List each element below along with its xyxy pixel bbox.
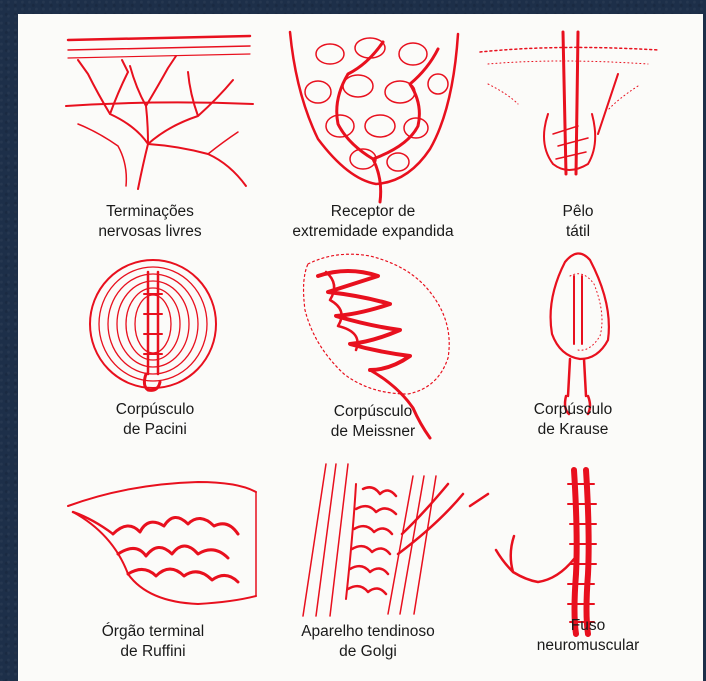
caption-line: tátil: [523, 222, 633, 242]
caption-pacinian-corpuscle: Corpúsculo de Pacini: [80, 400, 230, 440]
caption-line: de Golgi: [273, 642, 463, 662]
caption-line: Corpúsculo: [498, 400, 648, 420]
golgi-tendon-organ-illustration: [303, 464, 488, 616]
caption-free-nerve-endings: Terminações nervosas livres: [60, 202, 240, 242]
caption-meissner-corpuscle: Corpúsculo de Meissner: [298, 402, 448, 442]
receptor-illustrations: [18, 14, 703, 681]
caption-line: Receptor de: [258, 202, 488, 222]
caption-line: nervosas livres: [60, 222, 240, 242]
caption-krause-corpuscle: Corpúsculo de Krause: [498, 400, 648, 440]
caption-ruffini-organ: Órgão terminal de Ruffini: [73, 622, 233, 662]
caption-tactile-hair: Pêlo tátil: [523, 202, 633, 242]
caption-line: neuromuscular: [513, 636, 663, 656]
caption-line: de Krause: [498, 420, 648, 440]
expanded-tip-receptor-illustration: [290, 32, 458, 202]
ruffini-organ-illustration: [68, 482, 256, 604]
caption-line: Órgão terminal: [73, 622, 233, 642]
caption-expanded-tip-receptor: Receptor de extremidade expandida: [258, 202, 488, 242]
caption-muscle-spindle: Fuso neuromuscular: [513, 616, 663, 656]
caption-line: de Pacini: [80, 420, 230, 440]
caption-golgi-tendon-organ: Aparelho tendinoso de Golgi: [273, 622, 463, 662]
caption-line: Corpúsculo: [80, 400, 230, 420]
caption-line: extremidade expandida: [258, 222, 488, 242]
caption-line: Pêlo: [523, 202, 633, 222]
free-nerve-endings-illustration: [66, 36, 253, 189]
muscle-spindle-illustration: [496, 470, 596, 634]
krause-corpuscle-illustration: [551, 253, 609, 414]
caption-line: Terminações: [60, 202, 240, 222]
tactile-hair-illustration: [480, 32, 658, 174]
caption-line: Fuso: [513, 616, 663, 636]
caption-line: Corpúsculo: [298, 402, 448, 422]
figure-sheet: Terminações nervosas livres Receptor de …: [18, 14, 703, 681]
caption-line: de Ruffini: [73, 642, 233, 662]
pacinian-corpuscle-illustration: [90, 260, 216, 390]
caption-line: de Meissner: [298, 422, 448, 442]
caption-line: Aparelho tendinoso: [273, 622, 463, 642]
